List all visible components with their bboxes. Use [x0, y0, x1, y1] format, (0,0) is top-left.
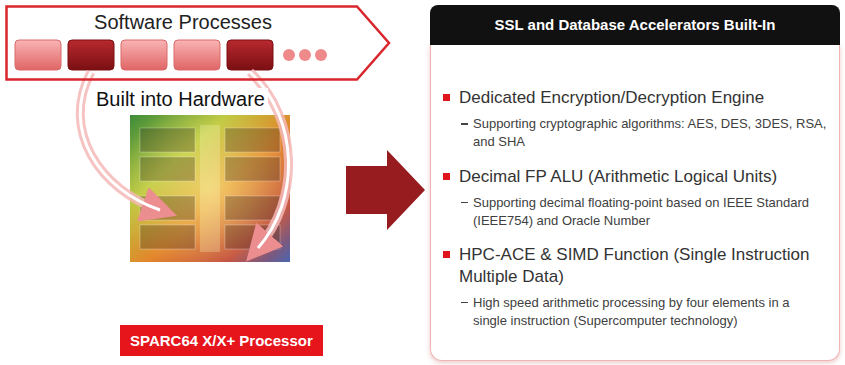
- feature-row: Supporting cryptographic algorithms: AES…: [443, 115, 827, 151]
- processor-name: SPARC64 X/X+ Processor: [130, 332, 313, 349]
- feature-row: HPC-ACE & SIMD Function (Single Instruct…: [443, 244, 827, 287]
- chip-core: [225, 196, 280, 220]
- bullet-square: [443, 94, 450, 101]
- ellipsis-dot: [315, 49, 327, 61]
- feature-row: High speed arithmetic processing by four…: [443, 294, 827, 330]
- feature-detail: High speed arithmetic processing by four…: [473, 294, 827, 330]
- feature-title: Dedicated Encryption/Decryption Engine: [459, 87, 764, 108]
- dash-mark: [461, 302, 468, 304]
- block-arrow: [346, 150, 425, 230]
- feature-row: Supporting decimal floating-point based …: [443, 194, 827, 230]
- feature-row: Decimal FP ALU (Arithmetic Logical Units…: [443, 166, 827, 187]
- caption-label: Built into Hardware: [93, 88, 268, 111]
- ellipsis-dot: [283, 49, 295, 61]
- bullet-square: [443, 173, 450, 180]
- chip-core: [140, 157, 195, 181]
- feature-row: Dedicated Encryption/Decryption Engine: [443, 87, 827, 108]
- feature-detail: Supporting cryptographic algorithms: AES…: [473, 115, 827, 151]
- ellipsis-dot: [299, 49, 311, 61]
- process-square: [68, 40, 114, 70]
- process-square: [121, 40, 167, 70]
- panel-body: Dedicated Encryption/Decryption EngineSu…: [430, 45, 840, 361]
- chip-core: [225, 157, 280, 181]
- dash-mark: [461, 123, 468, 125]
- bullet-square: [443, 251, 450, 258]
- process-square: [174, 40, 220, 70]
- box-title: Software Processes: [5, 11, 391, 34]
- dash-mark: [461, 202, 468, 204]
- feature-panel: SSL and Database Accelerators Built-InDe…: [430, 5, 840, 361]
- process-arrow-box: Software Processes: [5, 5, 391, 81]
- process-square: [15, 40, 61, 70]
- feature-title: HPC-ACE & SIMD Function (Single Instruct…: [459, 244, 827, 287]
- feature-title: Decimal FP ALU (Arithmetic Logical Units…: [459, 166, 777, 187]
- process-squares: [15, 40, 327, 70]
- chip-core: [140, 225, 195, 249]
- chip-core: [140, 128, 195, 152]
- processor-label-bar: SPARC64 X/X+ Processor: [120, 325, 323, 356]
- chip-core: [225, 128, 280, 152]
- panel-header: SSL and Database Accelerators Built-In: [430, 5, 840, 45]
- hardware-arrows: [80, 72, 288, 248]
- process-square: [227, 40, 273, 70]
- chip-cache: [200, 125, 220, 252]
- feature-detail: Supporting decimal floating-point based …: [473, 194, 827, 230]
